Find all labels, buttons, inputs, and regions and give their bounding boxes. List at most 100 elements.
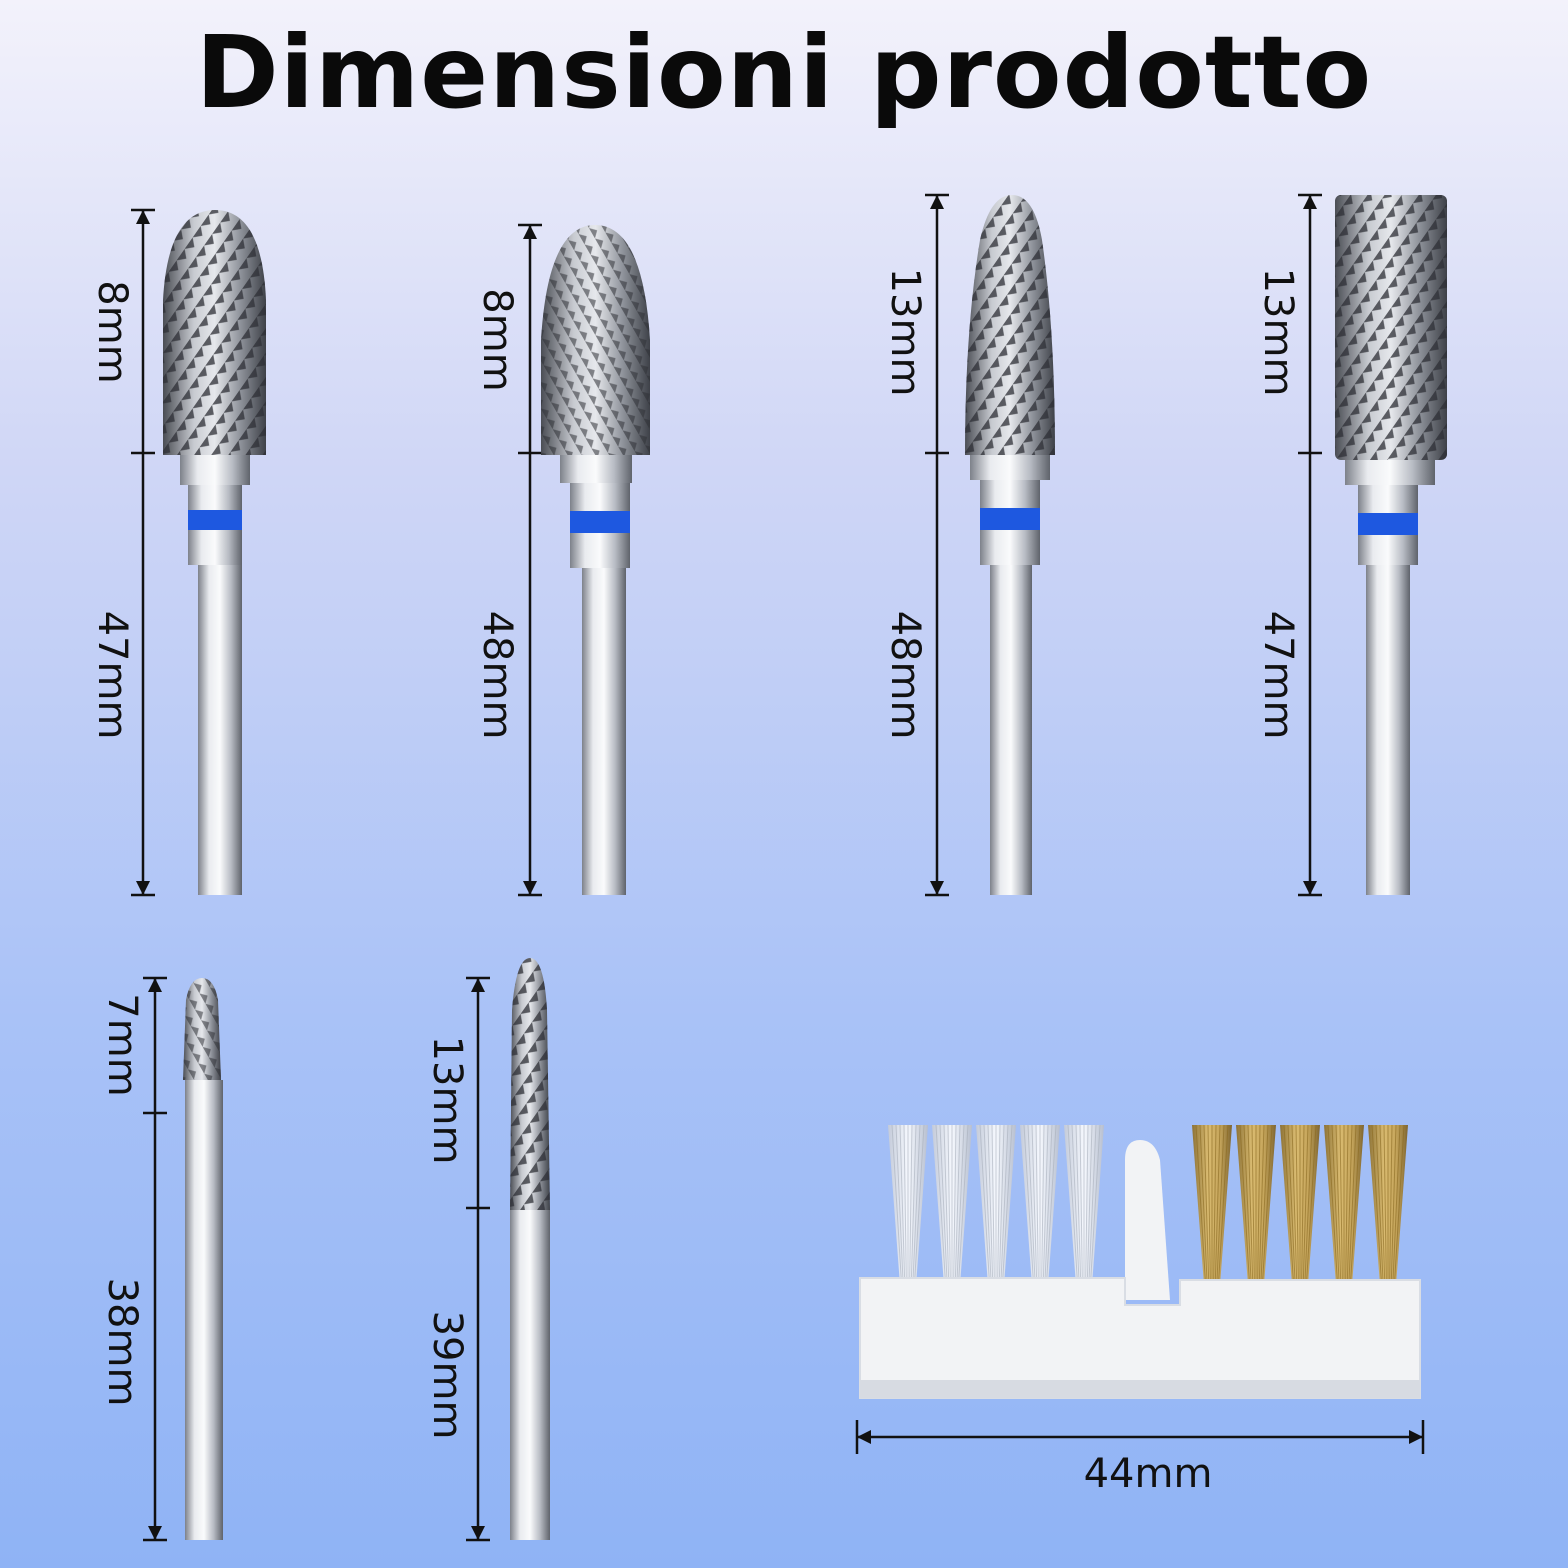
nylon-tuft-5-strand (1075, 1124, 1082, 1286)
nylon-tuft-4-strand (1031, 1124, 1038, 1286)
drill-bit-1 (163, 210, 266, 895)
bit-3-arrow-bottom (930, 881, 944, 895)
bit-1-shank-label: 47mm (89, 610, 135, 740)
brass-tuft-4-strand (1349, 1124, 1361, 1286)
brass-tuft-4-strand (1345, 1124, 1349, 1286)
nylon-tuft-2-strand (956, 1124, 965, 1286)
nylon-tuft-5-strand (1067, 1124, 1079, 1286)
nylon-tuft-3-strand (1001, 1124, 1013, 1286)
brass-tuft-5-strand (1383, 1124, 1387, 1286)
bit-2-shank-label: 48mm (474, 610, 520, 740)
bit-4-shank-label: 47mm (1255, 610, 1301, 740)
brass-tuft-4-strand (1327, 1124, 1339, 1286)
brass-tuft-3-strand (1302, 1124, 1309, 1286)
bit-5-arrow-bottom (148, 1526, 162, 1540)
brass-tuft-5-strand (1393, 1124, 1405, 1286)
bit-6-arrow-bottom (471, 1526, 485, 1540)
nylon-tuft-4-strand (1023, 1124, 1035, 1286)
nylon-tuft-3-strand (1000, 1124, 1009, 1286)
bit-2-arrow-top (523, 225, 537, 239)
brass-tuft-1-strand (1195, 1124, 1207, 1286)
nylon-tuft-3-strand (987, 1124, 994, 1286)
brass-tuft-4-strand (1335, 1124, 1342, 1286)
drill-bit-2 (541, 225, 650, 895)
bit-5-arrow-top (148, 978, 162, 992)
brass-tuft-3-strand (1291, 1124, 1298, 1286)
nylon-tuft-2-strand (935, 1124, 947, 1286)
nylon-tuft-1-strand (899, 1124, 906, 1286)
bit-4-arrow-bottom (1303, 881, 1317, 895)
brass-tuft-1-strand (1216, 1124, 1225, 1286)
brass-tuft-4-strand (1348, 1124, 1357, 1286)
nylon-tuft-4-strand (1027, 1124, 1036, 1286)
brass-tuft-2-strand (1257, 1124, 1261, 1286)
brass-tuft-5-strand (1389, 1124, 1393, 1286)
brass-tuft-2-strand (1258, 1124, 1265, 1286)
nylon-tuft-3-strand (979, 1124, 991, 1286)
brass-tuft-1-strand (1203, 1124, 1210, 1286)
nylon-tuft-1-strand (913, 1124, 925, 1286)
brush-arrow-left (857, 1430, 871, 1444)
nylon-tuft-4-strand (1041, 1124, 1045, 1286)
bit-1-arrow-bottom (136, 881, 150, 895)
nylon-tuft-3-strand (998, 1124, 1005, 1286)
page-title: Dimensioni prodotto (195, 14, 1373, 131)
brush-width-label: 44mm (1083, 1451, 1213, 1497)
nylon-tuft-2-strand (954, 1124, 961, 1286)
brass-tuft-3-strand (1301, 1124, 1305, 1286)
brass-tuft-1-strand (1199, 1124, 1208, 1286)
bit-5-head-label: 7mm (99, 993, 145, 1097)
brass-tuft-5-strand (1390, 1124, 1397, 1286)
brass-tuft-2-strand (1261, 1124, 1273, 1286)
bit-6-shank-label: 39mm (424, 1310, 470, 1440)
nylon-tuft-5-strand (1089, 1124, 1101, 1286)
nylon-tuft-3-strand (997, 1124, 1001, 1286)
brass-tuft-3-strand (1287, 1124, 1296, 1286)
brass-tuft-2-strand (1243, 1124, 1252, 1286)
cleaning-brush (859, 1124, 1421, 1399)
bit-6-arrow-top (471, 978, 485, 992)
nylon-tuft-1-strand (903, 1124, 907, 1286)
brass-tuft-5-strand (1392, 1124, 1401, 1286)
brass-tuft-1-strand (1213, 1124, 1217, 1286)
brass-bristles (1192, 1124, 1408, 1286)
nylon-tuft-3-strand (983, 1124, 992, 1286)
nylon-tuft-2-strand (947, 1124, 951, 1286)
bit-4-arrow-top (1303, 195, 1317, 209)
brass-tuft-5-strand (1379, 1124, 1386, 1286)
bit-1-arrow-top (136, 210, 150, 224)
dimension-lines (131, 193, 1425, 1542)
brass-tuft-2-strand (1247, 1124, 1254, 1286)
bit-5-shank-label: 38mm (99, 1277, 145, 1407)
nylon-tuft-1-strand (891, 1124, 903, 1286)
brass-tuft-5-strand (1375, 1124, 1384, 1286)
bit-3-shank-label: 48mm (882, 610, 928, 740)
bit-6-head-label: 13mm (424, 1035, 470, 1165)
nylon-tuft-1-strand (895, 1124, 904, 1286)
brass-tuft-4-strand (1346, 1124, 1353, 1286)
bit-2-arrow-bottom (523, 881, 537, 895)
brass-tuft-3-strand (1304, 1124, 1313, 1286)
brass-tuft-1-strand (1207, 1124, 1211, 1286)
nylon-tuft-4-strand (1044, 1124, 1053, 1286)
brass-tuft-5-strand (1371, 1124, 1383, 1286)
nylon-tuft-2-strand (939, 1124, 948, 1286)
nylon-tuft-1-strand (912, 1124, 921, 1286)
bit-1-head-label: 8mm (89, 280, 135, 384)
bit-3-arrow-top (930, 195, 944, 209)
nylon-tuft-4-strand (1042, 1124, 1049, 1286)
brass-tuft-3-strand (1283, 1124, 1295, 1286)
nylon-tuft-4-strand (1045, 1124, 1057, 1286)
brush-arrow-right (1409, 1430, 1423, 1444)
brass-tuft-1-strand (1217, 1124, 1229, 1286)
nylon-tuft-1-strand (909, 1124, 913, 1286)
nylon-bristles (888, 1124, 1104, 1286)
nylon-tuft-2-strand (953, 1124, 957, 1286)
nylon-tuft-5-strand (1088, 1124, 1097, 1286)
bit-2-head-label: 8mm (474, 288, 520, 392)
nylon-tuft-1-strand (910, 1124, 917, 1286)
bit-4-head-label: 13mm (1255, 267, 1301, 397)
drill-bit-6 (510, 958, 550, 1540)
